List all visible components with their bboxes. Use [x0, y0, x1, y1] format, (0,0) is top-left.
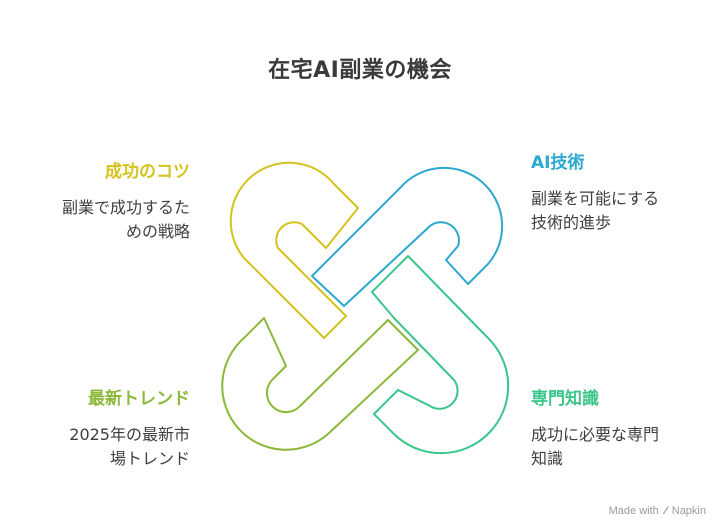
success-tips-desc-line-2: めの戦略 [125, 222, 190, 241]
success-tips-title: 成功のコツ [105, 162, 190, 182]
expertise-desc-line-1: 成功に必要な専門 [531, 425, 660, 444]
link-latest-trends [221, 317, 419, 451]
made-with-napkin: Made with ⁄ Napkin [609, 505, 706, 517]
napkin-icon: ⁄ [664, 505, 667, 517]
expertise-desc: 成功に必要な専門 知識 [531, 423, 711, 471]
interlocking-links-diagram [221, 161, 510, 455]
success-tips-desc: 副業で成功するた めの戦略 [10, 196, 190, 244]
expertise-title: 専門知識 [531, 389, 599, 409]
ai-technology-desc: 副業を可能にする 技術的進歩 [531, 187, 711, 235]
diagram-title: 在宅AI副業の機会 [268, 58, 452, 83]
latest-trends-title: 最新トレンド [88, 389, 190, 409]
ai-technology-desc-line-2: 技術的進歩 [531, 213, 612, 232]
label-success-tips: 成功のコツ 副業で成功するた めの戦略 [10, 157, 190, 244]
label-ai-technology: AI技術 副業を可能にする 技術的進歩 [531, 148, 711, 235]
ai-technology-desc-line-1: 副業を可能にする [531, 189, 660, 208]
success-tips-desc-line-1: 副業で成功するた [61, 198, 190, 217]
link-success-tips [229, 161, 359, 339]
label-latest-trends: 最新トレンド 2025年の最新市 場トレンド [10, 384, 190, 471]
latest-trends-desc: 2025年の最新市 場トレンド [10, 423, 190, 471]
latest-trends-desc-line-2: 場トレンド [109, 449, 190, 468]
link-ai-technology [311, 166, 504, 307]
napkin-brand: Napkin [671, 505, 706, 517]
expertise-desc-line-2: 知識 [531, 449, 564, 468]
label-expertise: 専門知識 成功に必要な専門 知識 [531, 384, 711, 471]
latest-trends-desc-line-1: 2025年の最新市 [69, 425, 190, 444]
link-expertise [371, 255, 510, 455]
made-with-label: Made with [608, 505, 659, 517]
ai-technology-title: AI技術 [531, 153, 585, 173]
